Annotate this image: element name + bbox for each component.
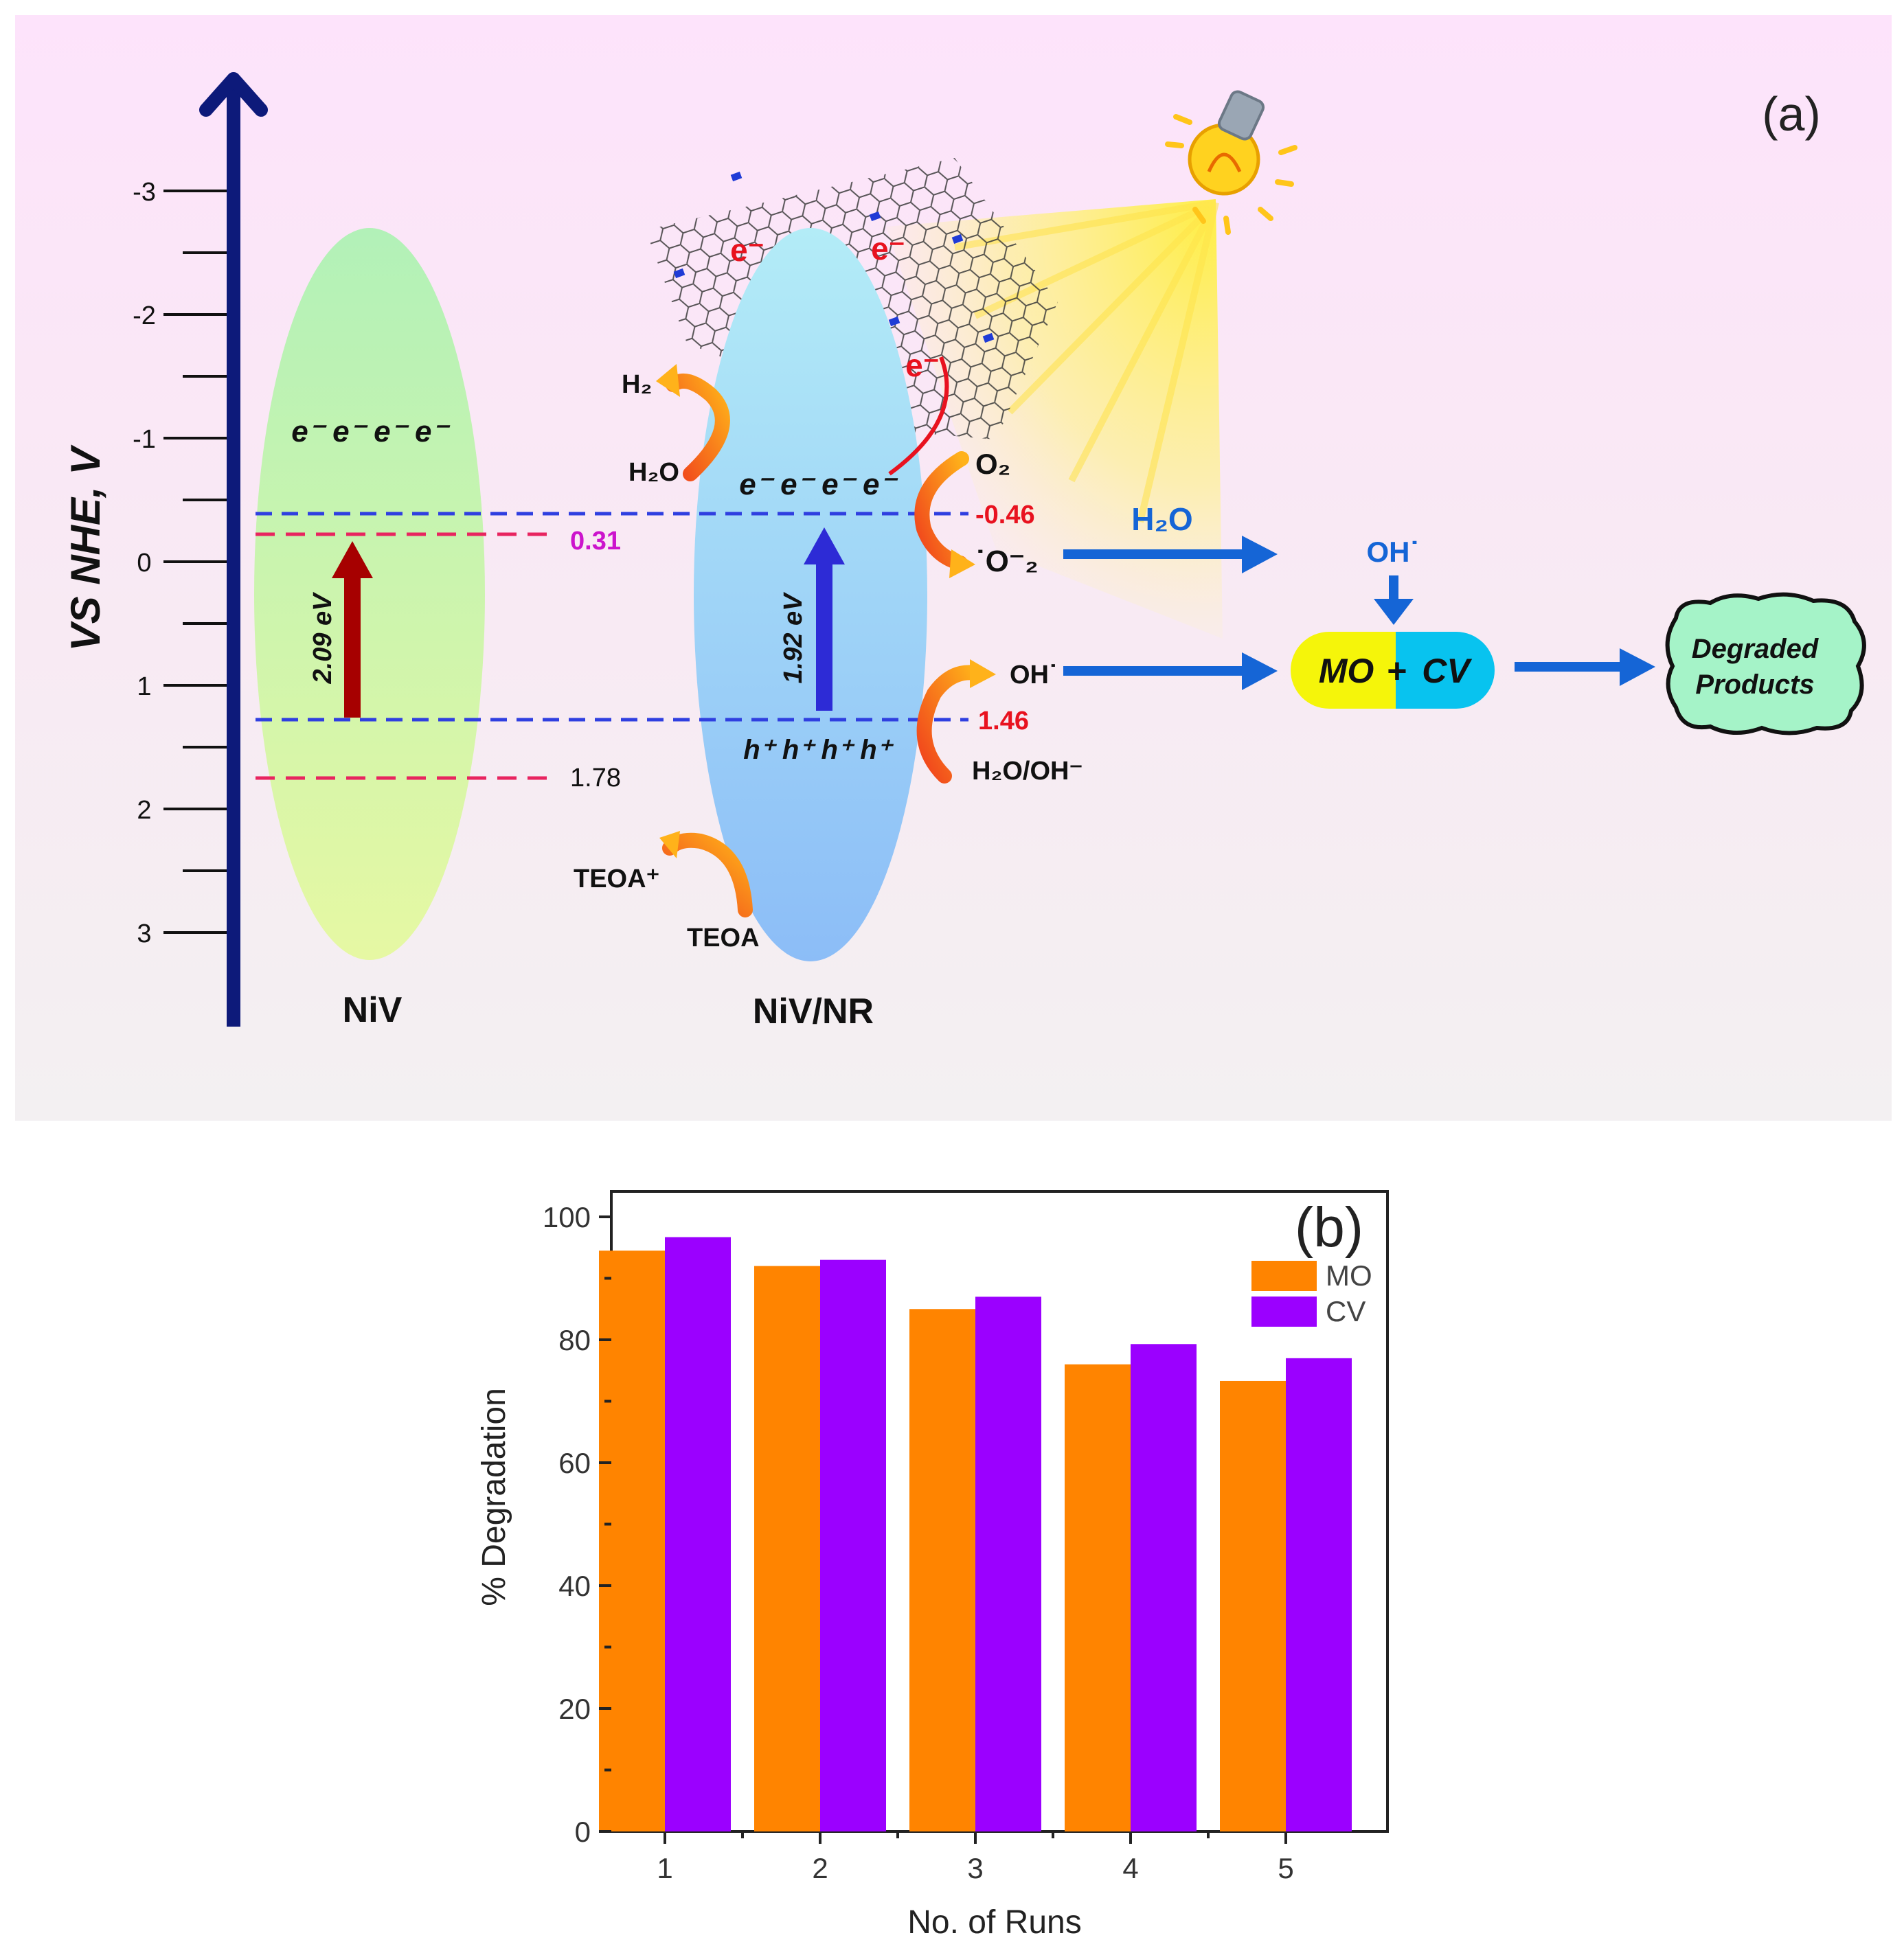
teoa-arrow bbox=[659, 831, 753, 917]
y-tick-label: 60 bbox=[558, 1447, 591, 1479]
x-tick-label: 3 bbox=[967, 1852, 983, 1884]
sheet-electron-1: e⁻ bbox=[730, 232, 764, 268]
chart-legend: MO CV bbox=[1251, 1259, 1372, 1327]
axis-tick-label: 1 bbox=[137, 672, 151, 701]
axis-tick-label: -3 bbox=[133, 178, 156, 207]
axis-tick-label: 0 bbox=[137, 549, 151, 578]
bar-mo-run-5 bbox=[1220, 1380, 1286, 1831]
graphene-dopant-atoms bbox=[673, 171, 995, 343]
chart-bars bbox=[599, 1237, 1352, 1831]
niv-name: NiV bbox=[343, 990, 403, 1030]
x-tick-label: 5 bbox=[1278, 1852, 1293, 1884]
x-tick-label: 4 bbox=[1122, 1852, 1138, 1884]
nivnr-gap-arrow bbox=[804, 527, 845, 711]
bar-cv-run-2 bbox=[820, 1259, 886, 1831]
niv-vb-value: 1.78 bbox=[570, 764, 621, 792]
products-line-2: Products bbox=[1695, 670, 1814, 700]
oh-down-label: OH˙ bbox=[1367, 536, 1420, 568]
chart-x-ticks: 1 2 3 4 5 bbox=[657, 1831, 1294, 1884]
bar-cv-run-1 bbox=[665, 1237, 731, 1831]
nivnr-cb-value: -0.46 bbox=[975, 501, 1035, 529]
oh-down-arrow bbox=[1374, 575, 1414, 625]
axis-tick-label: 3 bbox=[137, 920, 151, 948]
sheet-electron-3: e⁻ bbox=[905, 347, 940, 383]
oh-radical-label: OH˙ bbox=[1010, 661, 1058, 689]
superoxide-label: ˙O⁻₂ bbox=[975, 545, 1039, 578]
oh-oxidation-arrow bbox=[916, 659, 996, 784]
o2-label: O₂ bbox=[975, 448, 1010, 480]
nivnr-gap-label: 1.92 eV bbox=[779, 592, 808, 684]
light-bulb-icon bbox=[1165, 90, 1297, 235]
o2-reduction-arrow bbox=[914, 451, 975, 578]
y-tick-label: 20 bbox=[558, 1693, 591, 1725]
nivnr-vb-value: 1.46 bbox=[978, 707, 1029, 735]
h2o-oh-label: H₂O/OH⁻ bbox=[972, 757, 1083, 786]
panel-b-label: (b) bbox=[1295, 1196, 1363, 1259]
niv-electrons: e⁻ e⁻ e⁻ e⁻ bbox=[291, 415, 450, 448]
oh-flow-arrow bbox=[1063, 652, 1278, 690]
products-line-1: Degraded bbox=[1692, 634, 1820, 664]
pollutant-cv: CV bbox=[1422, 652, 1472, 690]
pollutant-pill bbox=[1291, 632, 1495, 709]
h2-evolution-arrow bbox=[656, 364, 730, 481]
niv-gap-label: 2.09 eV bbox=[308, 592, 337, 685]
nivnr-holes: h⁺ h⁺ h⁺ h⁺ bbox=[743, 735, 894, 765]
superoxide-flow-arrow bbox=[1063, 536, 1278, 573]
electron-transfer-arc bbox=[888, 356, 949, 476]
h2o-flow-label: H₂O bbox=[1131, 501, 1192, 537]
legend-label-mo: MO bbox=[1326, 1259, 1372, 1292]
x-tick-label: 1 bbox=[657, 1852, 672, 1884]
h2o-label: H₂O bbox=[628, 458, 679, 487]
bar-cv-run-4 bbox=[1131, 1344, 1197, 1831]
bar-mo-run-3 bbox=[909, 1309, 975, 1831]
teoa-plus-label: TEOA⁺ bbox=[574, 865, 660, 893]
legend-swatch-mo bbox=[1251, 1261, 1317, 1291]
bar-mo-run-1 bbox=[599, 1250, 665, 1831]
axis-ticks: -3 -2 -1 0 1 2 3 bbox=[133, 178, 227, 948]
nivnr-name: NiV/NR bbox=[753, 992, 874, 1031]
products-cloud bbox=[1665, 592, 1866, 735]
pollutant-plus: + bbox=[1386, 652, 1406, 690]
legend-label-cv: CV bbox=[1326, 1295, 1365, 1327]
niv-gap-arrow bbox=[332, 541, 373, 718]
sheet-electron-2: e⁻ bbox=[871, 231, 905, 266]
panel-a-label: (a) bbox=[1762, 87, 1821, 141]
niv-band bbox=[254, 228, 485, 960]
degradation-flow-arrow bbox=[1515, 648, 1655, 686]
bar-mo-run-2 bbox=[754, 1266, 820, 1831]
legend-swatch-cv bbox=[1251, 1297, 1317, 1327]
panel-b: 0 20 40 60 80 100 1 2 3 4 5 No. of Runs % Degrada… bbox=[476, 1190, 1389, 1941]
pollutant-mo: MO bbox=[1319, 652, 1374, 690]
y-tick-label: 40 bbox=[558, 1570, 591, 1602]
y-tick-label: 0 bbox=[575, 1816, 591, 1848]
panel-a: -3 -2 -1 0 1 2 3 VS NHE, V (a) e⁻ e⁻ e⁻ e⁻ 2.0… bbox=[15, 15, 1892, 1121]
axis-tick-label: -1 bbox=[133, 425, 156, 454]
chart-x-label: No. of Runs bbox=[907, 1904, 1081, 1941]
axis-title: VS NHE, V bbox=[63, 444, 109, 652]
y-tick-label: 100 bbox=[543, 1201, 591, 1233]
x-tick-label: 2 bbox=[812, 1852, 828, 1884]
teoa-label: TEOA bbox=[687, 924, 760, 952]
axis-tick-label: 2 bbox=[137, 796, 151, 825]
nivnr-electrons: e⁻ e⁻ e⁻ e⁻ bbox=[739, 468, 898, 501]
bar-mo-run-4 bbox=[1065, 1364, 1131, 1831]
niv-cb-value: 0.31 bbox=[570, 527, 621, 556]
bar-cv-run-5 bbox=[1286, 1358, 1352, 1831]
h2-label: H₂ bbox=[622, 370, 652, 399]
y-tick-label: 80 bbox=[558, 1324, 591, 1356]
energy-axis bbox=[199, 72, 268, 1027]
bar-cv-run-3 bbox=[975, 1297, 1041, 1831]
chart-y-ticks: 0 20 40 60 80 100 bbox=[543, 1201, 611, 1848]
axis-tick-label: -2 bbox=[133, 301, 156, 330]
nivnr-band bbox=[694, 228, 927, 961]
chart-y-label: % Degradation bbox=[476, 1388, 512, 1606]
